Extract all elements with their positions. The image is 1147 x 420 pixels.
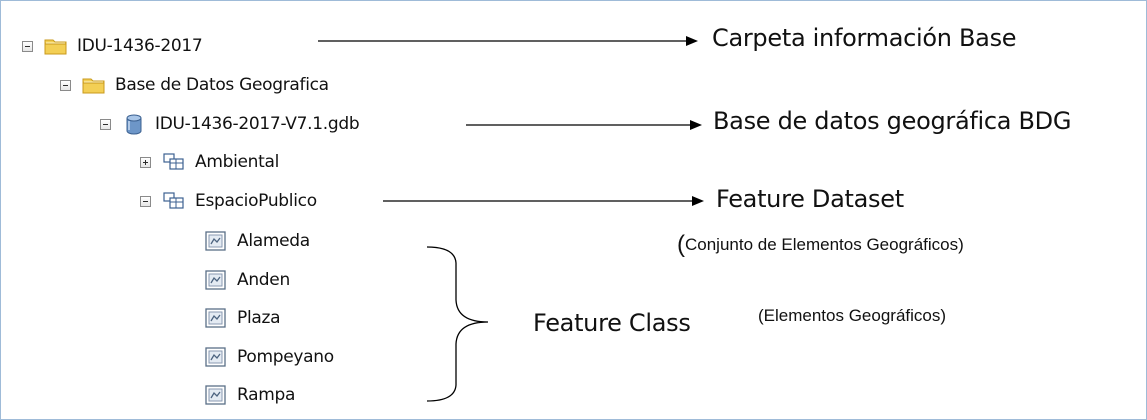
tree-node-base-de-datos[interactable]: Base de Datos Geografica bbox=[60, 73, 329, 97]
geodatabase-icon bbox=[126, 114, 142, 135]
tree-node-feature-class[interactable]: Anden bbox=[203, 268, 290, 292]
folder-icon bbox=[44, 39, 67, 55]
tree-node-espaciopublico[interactable]: EspacioPublico bbox=[140, 189, 317, 213]
tree-label-ambiental: Ambiental bbox=[195, 152, 280, 172]
collapse-toggle-icon[interactable] bbox=[60, 79, 71, 91]
tree-node-feature-class[interactable]: Plaza bbox=[203, 306, 281, 330]
feature-class-icon bbox=[205, 231, 226, 251]
tree-label-base-de-datos: Base de Datos Geografica bbox=[115, 75, 329, 95]
callout-conjunto-text: Conjunto de Elementos Geográficos) bbox=[685, 235, 964, 254]
arrow-head-carpeta bbox=[686, 36, 698, 46]
callout-carpeta-informacion-base: Carpeta información Base bbox=[712, 24, 1017, 52]
tree-node-ambiental[interactable]: Ambiental bbox=[140, 150, 279, 174]
tree-label-feature-class: Alameda bbox=[237, 231, 310, 251]
arrow-head-bdg bbox=[690, 120, 702, 130]
callout-feature-class: Feature Class bbox=[533, 309, 691, 337]
feature-dataset-icon bbox=[163, 153, 184, 170]
tree-label-feature-class: Pompeyano bbox=[237, 347, 334, 367]
tree-node-feature-class[interactable]: Pompeyano bbox=[203, 345, 334, 369]
tree-node-gdb[interactable]: IDU-1436-2017-V7.1.gdb bbox=[100, 112, 360, 136]
feature-class-icon bbox=[205, 347, 226, 367]
tree-node-feature-class[interactable]: Alameda bbox=[203, 229, 310, 253]
tree-label-feature-class: Anden bbox=[237, 270, 290, 290]
arrow-head-dataset bbox=[692, 196, 704, 206]
callout-conjunto-elementos: (Conjunto de Elementos Geográficos) bbox=[677, 231, 964, 259]
callout-base-de-datos-geografica: Base de datos geográfica BDG bbox=[713, 107, 1072, 135]
tree-label-gdb: IDU-1436-2017-V7.1.gdb bbox=[155, 114, 360, 134]
callout-feature-dataset: Feature Dataset bbox=[716, 185, 904, 213]
collapse-toggle-icon[interactable] bbox=[100, 118, 111, 130]
feature-class-icon bbox=[205, 385, 226, 405]
tree-label-feature-class: Plaza bbox=[237, 308, 281, 328]
tree-label-feature-class: Rampa bbox=[237, 385, 296, 405]
tree-label-espaciopublico: EspacioPublico bbox=[195, 191, 317, 211]
tree-node-root[interactable]: IDU-1436-2017 bbox=[22, 34, 203, 58]
collapse-toggle-icon[interactable] bbox=[22, 40, 33, 52]
feature-dataset-icon bbox=[163, 192, 184, 209]
feature-class-icon bbox=[205, 270, 226, 290]
folder-icon bbox=[82, 78, 105, 94]
expand-toggle-icon[interactable] bbox=[140, 156, 151, 168]
feature-class-icon bbox=[205, 308, 226, 328]
callout-elementos-geograficos: (Elementos Geográficos) bbox=[758, 306, 947, 325]
tree-node-feature-class[interactable]: Rampa bbox=[203, 383, 295, 407]
callout-open-paren: ( bbox=[677, 231, 685, 258]
feature-class-bracket bbox=[426, 246, 489, 402]
tree-label-root: IDU-1436-2017 bbox=[77, 36, 203, 56]
collapse-toggle-icon[interactable] bbox=[140, 195, 151, 207]
